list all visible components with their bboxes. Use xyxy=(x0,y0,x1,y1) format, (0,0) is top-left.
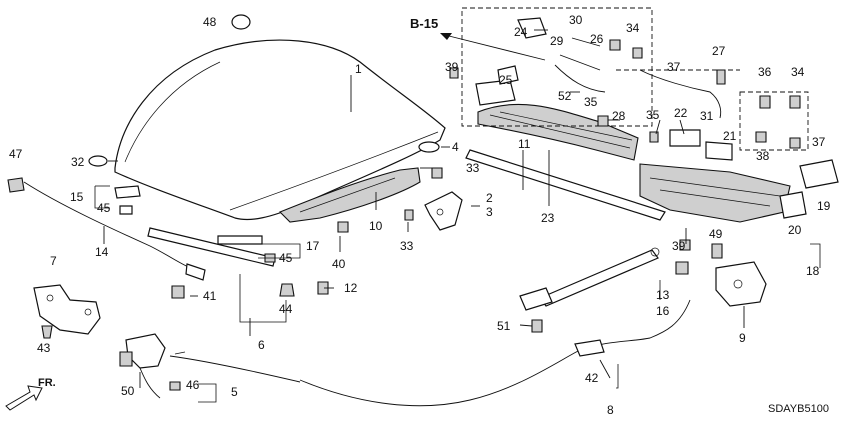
cowl-vent-part[interactable] xyxy=(669,129,733,161)
callout-26: 26 xyxy=(590,32,604,46)
hood-release-cable-part[interactable] xyxy=(299,299,691,407)
callout-13: 13 xyxy=(656,288,670,302)
callout-1: 1 xyxy=(355,62,362,76)
callout-35a: 35 xyxy=(584,95,598,109)
hood-seal-part[interactable] xyxy=(88,155,108,167)
hood-rear-seal-part[interactable] xyxy=(465,149,666,221)
callout-2: 2 xyxy=(486,191,493,205)
reference-label: B-15 xyxy=(410,16,438,31)
hood-latch-part[interactable] xyxy=(119,333,181,399)
clip-43-part[interactable] xyxy=(41,325,53,339)
callout-39a: 39 xyxy=(445,60,459,74)
hood-insulator-part[interactable] xyxy=(279,167,421,223)
callout-7: 7 xyxy=(50,254,57,268)
callout-4: 4 xyxy=(452,140,459,154)
callout-34b: 34 xyxy=(791,65,805,79)
callout-37b: 37 xyxy=(812,135,826,149)
callout-44: 44 xyxy=(279,302,293,316)
callout-46: 46 xyxy=(186,378,200,392)
callout-12: 12 xyxy=(344,281,358,295)
front-direction-marker: FR. xyxy=(5,377,56,411)
rod-holder-part[interactable] xyxy=(114,185,141,215)
callout-45a: 45 xyxy=(97,201,111,215)
cowl-top-part[interactable] xyxy=(477,103,639,161)
callout-numbers: 1 2 3 4 5 6 7 8 9 10 11 12 13 14 15 16 1… xyxy=(9,13,831,417)
leader-lines xyxy=(94,29,821,403)
callout-41: 41 xyxy=(203,289,217,303)
callout-24: 24 xyxy=(514,25,528,39)
callout-42: 42 xyxy=(585,371,599,385)
arrow-left-icon xyxy=(440,33,452,40)
callout-18: 18 xyxy=(806,264,820,278)
washer-nozzle-part[interactable] xyxy=(497,17,726,85)
callout-15: 15 xyxy=(70,190,84,204)
callout-27: 27 xyxy=(712,44,726,58)
clip-41-part[interactable] xyxy=(171,285,185,299)
hinge-bolt-part[interactable] xyxy=(404,167,443,221)
callout-30: 30 xyxy=(569,13,583,27)
callout-34a: 34 xyxy=(626,21,640,35)
callout-48: 48 xyxy=(203,15,217,29)
callout-49: 49 xyxy=(709,227,723,241)
callout-20: 20 xyxy=(788,223,802,237)
cowl-lower-part[interactable] xyxy=(639,163,791,223)
callout-3: 3 xyxy=(486,205,493,219)
cowl-side-part[interactable] xyxy=(779,159,839,219)
callout-36: 36 xyxy=(758,65,772,79)
cowl-bracket-part[interactable] xyxy=(475,79,516,106)
callout-16: 16 xyxy=(656,304,670,318)
callout-52: 52 xyxy=(558,89,572,103)
callout-33a: 33 xyxy=(466,161,480,175)
callout-19: 19 xyxy=(817,199,831,213)
hood-stay-part[interactable] xyxy=(519,247,660,311)
callout-47: 47 xyxy=(9,147,23,161)
reference-link[interactable]: B-15 xyxy=(410,16,546,61)
callout-14: 14 xyxy=(95,245,109,259)
ball-stud-part[interactable] xyxy=(531,261,689,333)
small-clips-part[interactable] xyxy=(317,67,801,295)
diagram-code: SDAYB5100 xyxy=(768,403,829,415)
callout-23: 23 xyxy=(541,211,555,225)
latch-bracket-part[interactable] xyxy=(33,284,101,335)
callout-51: 51 xyxy=(497,319,511,333)
hood-hinge-part[interactable] xyxy=(424,191,463,231)
callout-35b: 35 xyxy=(646,108,660,122)
callout-9: 9 xyxy=(739,331,746,345)
callout-31: 31 xyxy=(700,109,714,123)
callout-32: 32 xyxy=(71,155,85,169)
callout-22: 22 xyxy=(674,106,688,120)
callout-45b: 45 xyxy=(279,251,293,265)
callout-6: 6 xyxy=(258,338,265,352)
callout-28: 28 xyxy=(612,109,626,123)
hood-cap-part[interactable] xyxy=(231,14,251,30)
callout-11: 11 xyxy=(518,137,531,151)
callout-10: 10 xyxy=(369,219,383,233)
callout-43: 43 xyxy=(37,341,51,355)
callout-50: 50 xyxy=(121,384,135,398)
callout-39b: 39 xyxy=(672,239,686,253)
callout-29: 29 xyxy=(550,34,564,48)
callout-38: 38 xyxy=(756,149,770,163)
callout-5: 5 xyxy=(231,385,238,399)
callout-33b: 33 xyxy=(400,239,414,253)
front-arrow-icon xyxy=(5,385,43,411)
hood-part[interactable] xyxy=(114,39,446,221)
callout-8: 8 xyxy=(607,403,614,417)
callout-40: 40 xyxy=(332,257,346,271)
callout-25: 25 xyxy=(499,73,513,87)
hood-lock-part[interactable] xyxy=(715,261,767,307)
front-marker-label: FR. xyxy=(38,377,56,389)
washer-tube-part[interactable] xyxy=(554,54,722,119)
hood-seal-strip-part[interactable] xyxy=(147,227,276,267)
callout-21: 21 xyxy=(723,129,737,143)
latch-cable-part[interactable] xyxy=(169,351,301,383)
cowl-group-box xyxy=(461,7,653,127)
bolt-49-part[interactable] xyxy=(711,243,723,259)
callout-37a: 37 xyxy=(667,60,681,74)
callout-17: 17 xyxy=(306,239,320,253)
hood-support-rod-part[interactable] xyxy=(7,177,206,281)
hood-rubber-part[interactable] xyxy=(418,141,440,153)
